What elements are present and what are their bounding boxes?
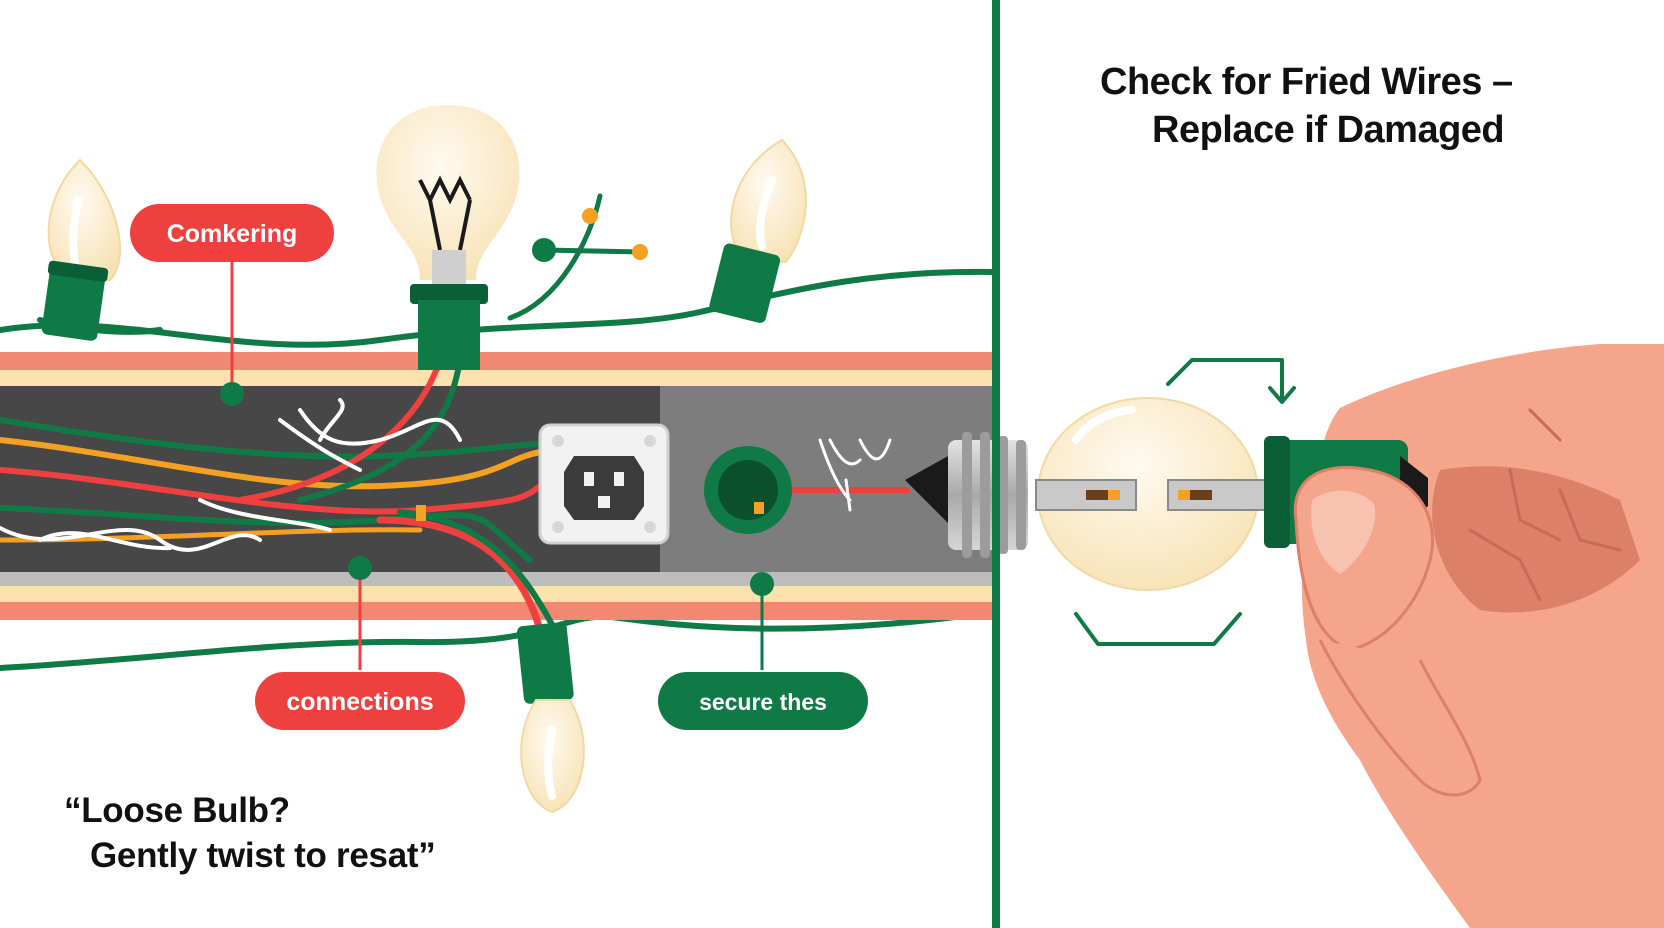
screw-base-icon xyxy=(905,432,1028,558)
frayed-wire-icon xyxy=(0,398,462,552)
hand-icon xyxy=(1264,344,1664,928)
callout-bottom-right: secure thes xyxy=(658,672,868,730)
callout-bottom-left-label: connections xyxy=(286,688,433,716)
socket-icon xyxy=(704,446,792,534)
bulb-icon xyxy=(376,105,520,370)
channel-top-cream xyxy=(0,370,992,386)
bulb-icon xyxy=(516,622,585,814)
wire-connector xyxy=(416,505,426,521)
rotate-arrow-icon xyxy=(1074,358,1296,646)
panel-heading: Check for Fried Wires – Replace if Damag… xyxy=(1100,58,1513,154)
channel-bottom-cream xyxy=(0,586,992,602)
callout-top: Comkering xyxy=(130,204,334,262)
heading-line-2: Replace if Damaged xyxy=(1152,109,1505,151)
channel-bottom-grey xyxy=(0,572,992,586)
channel-bottom-salmon xyxy=(0,602,992,620)
tip-quote: “Loose Bulb? Gently twist to resat” xyxy=(64,788,436,878)
outlet-icon xyxy=(538,423,670,545)
quote-line-2: Gently twist to resat” xyxy=(90,836,436,875)
callout-bottom-right-label: secure thes xyxy=(699,689,827,715)
bulb-icon xyxy=(1035,397,1269,591)
channel-top-salmon xyxy=(0,352,992,370)
quote-line-1: “Loose Bulb? xyxy=(64,791,290,830)
heading-line-1: Check for Fried Wires – xyxy=(1100,61,1513,103)
callout-leader-green xyxy=(750,572,774,670)
wire-sprig xyxy=(507,193,648,321)
callout-bottom-left: connections xyxy=(255,672,465,730)
callout-leaders xyxy=(220,262,372,670)
panel-divider xyxy=(992,0,1000,928)
bulb-icon xyxy=(709,138,807,323)
bulb-icon xyxy=(41,158,121,341)
spark-icon xyxy=(818,438,892,512)
callout-top-label: Comkering xyxy=(167,220,298,248)
